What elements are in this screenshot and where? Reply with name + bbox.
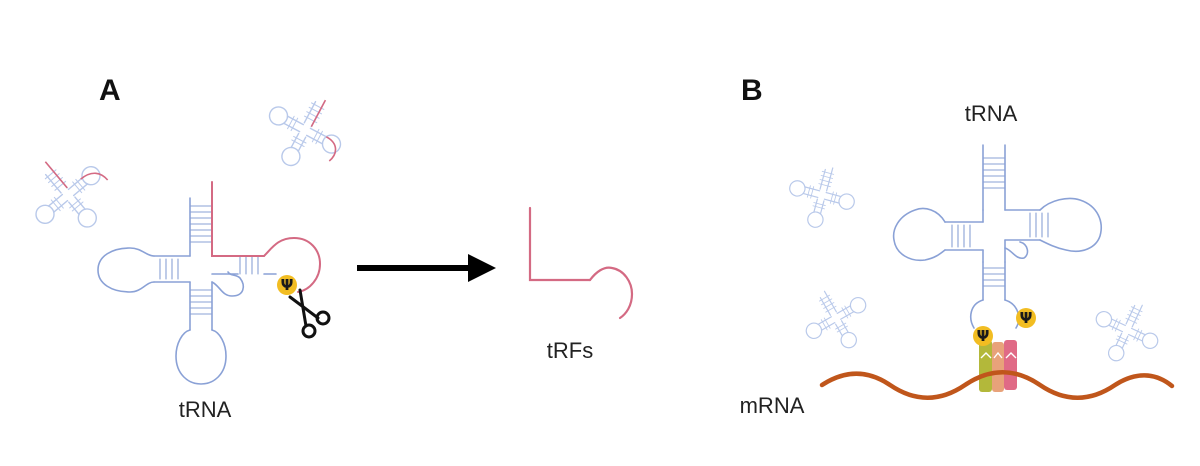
panel-a-trna-label: tRNA [179,397,232,422]
trf-fragment [528,206,634,320]
background-trna-b3 [1082,289,1170,375]
main-trna [97,181,259,385]
panel-a-letter: A [99,74,121,107]
psi-badge-icon: Ψ [1016,308,1036,328]
background-trna-top-left [15,143,124,251]
psi-symbol-b2: Ψ [1020,309,1033,327]
panel-b-trna-label: tRNA [965,101,1018,126]
background-trna-b2 [792,275,882,364]
background-trna-top-right [251,80,357,184]
psi-badge-icon: Ψ [277,275,297,295]
ribosome-codon-blocks [979,340,1017,392]
psi-badge-icon: Ψ [973,326,993,346]
trfs-label: tRFs [547,338,593,363]
mrna-strand [819,370,1175,400]
psi-symbol-b1: Ψ [977,327,990,345]
scissors-icon [288,288,331,339]
panel-a: A [15,74,634,422]
psi-symbol-a: Ψ [281,276,294,294]
mrna-label: mRNA [740,393,805,418]
panel-b-letter: B [741,74,763,107]
panel-b-trna [892,144,1102,329]
background-trna-b1 [780,157,863,237]
arrow-right-icon [357,254,496,282]
panel-b: B tRNA [740,74,1175,418]
trna-fragment-highlight [211,181,322,293]
